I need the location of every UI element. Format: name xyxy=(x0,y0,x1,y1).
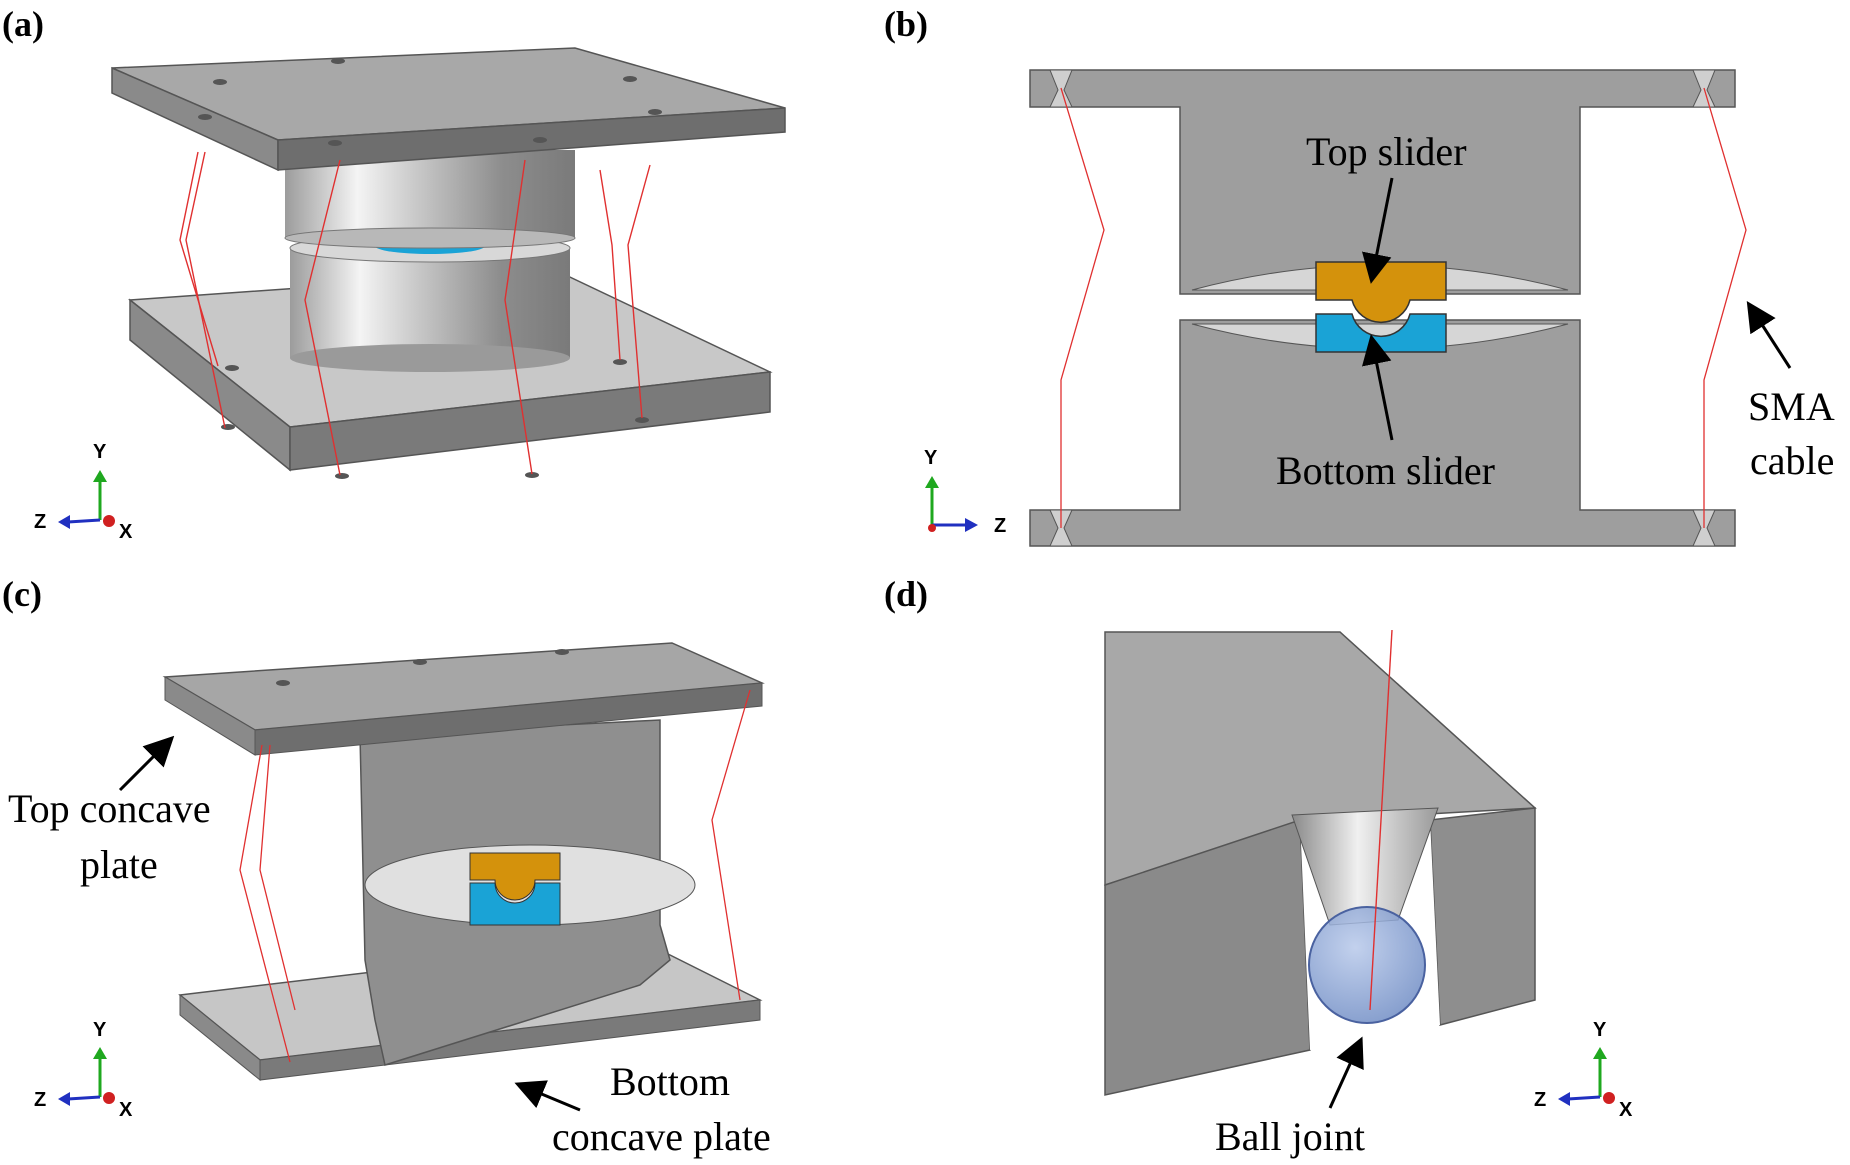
axis-triad-d: Y Z X xyxy=(1534,1019,1633,1121)
axis-y-label: Y xyxy=(93,1019,107,1041)
axis-triad-b: Y Z xyxy=(924,447,1006,537)
top-plate-label-line2: plate xyxy=(80,842,158,887)
axis-x-label: X xyxy=(1619,1099,1633,1121)
cylinder-lower xyxy=(289,233,571,372)
panel-label-b: (b) xyxy=(884,4,928,44)
panel-d: (d) Ball joint Y Z X xyxy=(884,574,1633,1159)
top-plate xyxy=(111,47,786,172)
axis-z-label: Z xyxy=(1534,1089,1546,1111)
bottom-plate-label-line1: Bottom xyxy=(610,1059,730,1104)
panel-label-a: (a) xyxy=(2,4,44,44)
sma-cable-d xyxy=(1369,629,1393,1011)
panel-label-d: (d) xyxy=(884,574,928,614)
ball-joint xyxy=(1308,906,1426,1024)
axis-triad-a: Y Z X xyxy=(34,441,133,543)
top-concave-plate-section xyxy=(1029,69,1736,295)
axis-z-label: Z xyxy=(34,1089,46,1111)
panel-c: (c) Top concave plate Bottom concave pla… xyxy=(2,574,771,1159)
sma-cable-label-line2: cable xyxy=(1750,438,1834,483)
axis-z-label: Z xyxy=(34,511,46,533)
axis-x-label: X xyxy=(119,521,133,543)
bottom-plate-label-line2: concave plate xyxy=(552,1114,771,1159)
axis-z-label: Z xyxy=(994,515,1006,537)
sma-cables xyxy=(179,151,651,476)
panel-a: (a) xyxy=(2,4,786,543)
sma-cables-b xyxy=(1060,87,1747,528)
panel-label-c: (c) xyxy=(2,574,42,614)
bottom-slider-c xyxy=(469,882,561,926)
top-slider xyxy=(1315,261,1447,324)
top-plate-label-line1: Top concave xyxy=(8,786,211,831)
top-slider-label: Top slider xyxy=(1306,129,1467,174)
axis-y-label: Y xyxy=(924,447,938,469)
sma-cable-label-line1: SMA xyxy=(1748,384,1835,429)
axis-y-label: Y xyxy=(93,441,107,463)
bottom-slider-label: Bottom slider xyxy=(1276,448,1495,493)
ball-joint-label: Ball joint xyxy=(1215,1114,1365,1159)
sma-cables-c xyxy=(239,689,751,1063)
axis-x-label: X xyxy=(119,1099,133,1121)
bolt-holes-top xyxy=(198,58,662,146)
bottom-concave-plate-section xyxy=(1029,319,1736,547)
panel-b: (b) Top slider Bottom slider SMA cable xyxy=(884,4,1835,547)
axis-triad-c: Y Z X xyxy=(34,1019,133,1121)
axis-y-label: Y xyxy=(1593,1019,1607,1041)
